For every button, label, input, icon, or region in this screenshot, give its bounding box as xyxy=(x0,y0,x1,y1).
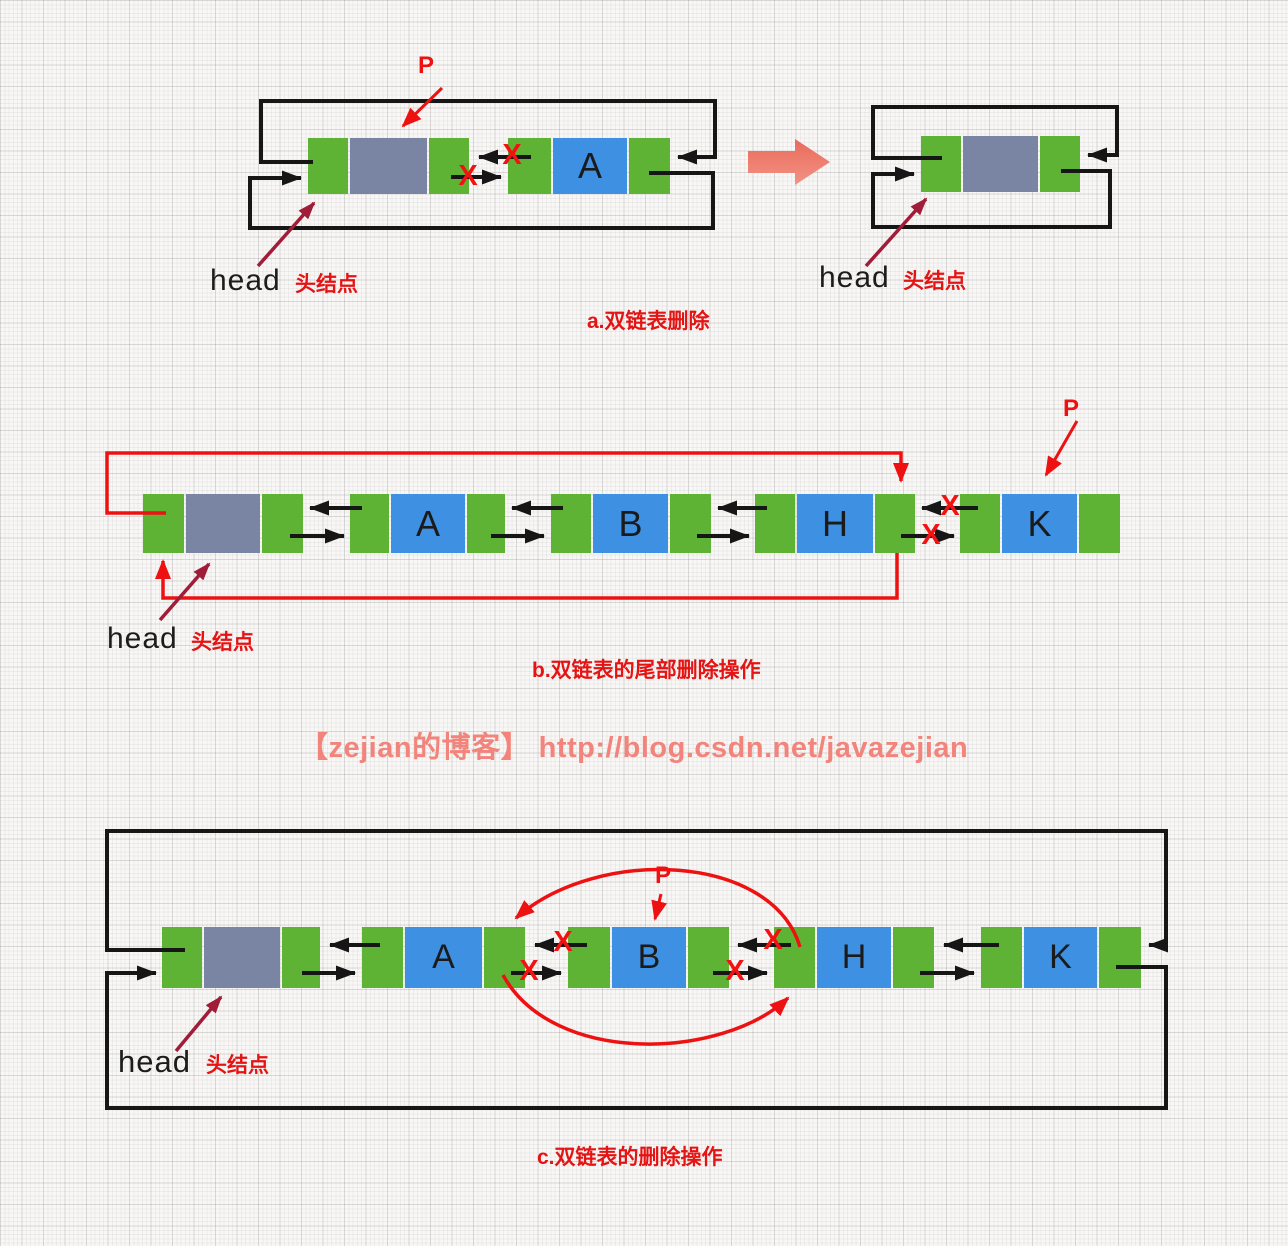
c-nodeH-data-field: H xyxy=(817,927,891,988)
c-nodeH-label: H xyxy=(841,938,867,976)
b-nodeK-label: K xyxy=(1027,502,1052,544)
b-nodeK-data-field: K xyxy=(1002,494,1077,553)
a-caption: a.双链表删除 xyxy=(587,310,710,333)
c-nodeK-label: K xyxy=(1049,938,1072,976)
c-nodeB-label: B xyxy=(637,938,661,976)
c-head-label-arrow xyxy=(174,995,223,1053)
b-red-H-next-to-head xyxy=(155,553,899,600)
a-nodeA-label: A xyxy=(577,145,602,186)
b-pointer-p-label: P xyxy=(1063,395,1080,422)
a-pointer-p-arrow xyxy=(401,86,444,128)
b-head-next-field xyxy=(262,494,303,553)
c-nodeK-prev-field xyxy=(981,927,1022,988)
c-x-A-next-link: X xyxy=(519,955,539,987)
b-nodeH-label: H xyxy=(822,502,848,544)
b-nodeA-next-field xyxy=(467,494,505,553)
b-nodeB-prev-field xyxy=(551,494,591,553)
b-nodeK-prev-field xyxy=(960,494,1000,553)
b-head-node-label: 头结点 xyxy=(191,631,254,654)
c-x-B-next-link: X xyxy=(725,955,745,987)
c-head-data-field xyxy=(204,927,280,988)
a-nodeA-next-field xyxy=(629,138,670,194)
b-caption: b.双链表的尾部删除操作 xyxy=(532,659,761,682)
c-x-B-prev-link: X xyxy=(553,926,573,958)
a-head-prev-field xyxy=(308,138,348,194)
a-result-head-prev-field xyxy=(921,136,961,192)
c-nodeA-data-field: A xyxy=(405,927,482,988)
c-border-K-next-to-head xyxy=(105,965,1168,1110)
c-caption: c.双链表的删除操作 xyxy=(537,1146,723,1169)
c-head-next-field xyxy=(282,927,320,988)
b-nodeA-data-field: A xyxy=(391,494,465,553)
a-pointer-p-label: P xyxy=(418,52,435,79)
b-nodeH-data-field: H xyxy=(797,494,873,553)
b-nodeB-next-field xyxy=(670,494,711,553)
b-pointer-p-arrow xyxy=(1044,420,1079,477)
c-x-H-prev-link: X xyxy=(763,924,783,956)
a-result-head-next-field xyxy=(1040,136,1080,192)
c-pointer-p-arrow xyxy=(651,893,667,921)
b-head-label: head xyxy=(107,622,178,655)
b-nodeK-next-field xyxy=(1079,494,1120,553)
a-result-head-data-field xyxy=(963,136,1038,192)
c-nodeH-next-field xyxy=(893,927,934,988)
a-result-head-node-label: 头结点 xyxy=(903,270,966,293)
a-x-next-link: X xyxy=(458,160,478,192)
a-x-prev-link: X xyxy=(502,139,522,171)
blog-watermark: 【zejian的博客】 http://blog.csdn.net/javazej… xyxy=(299,732,969,764)
a-result-head-label-arrow xyxy=(864,197,928,268)
a-head-node-label: 头结点 xyxy=(295,273,358,296)
b-x-next-link: X xyxy=(921,519,941,551)
b-head-prev-field xyxy=(143,494,184,553)
a-head-label: head xyxy=(210,264,281,297)
c-nodeA-label: A xyxy=(432,938,455,976)
b-head-data-field xyxy=(186,494,260,553)
c-nodeK-next-field xyxy=(1099,927,1141,988)
c-head-prev-field xyxy=(162,927,202,988)
b-head-label-arrow xyxy=(158,562,211,622)
b-nodeA-label: A xyxy=(415,502,440,544)
a-result-head-label: head xyxy=(819,261,890,294)
b-nodeH-prev-field xyxy=(755,494,795,553)
b-nodeB-data-field: B xyxy=(593,494,668,553)
b-nodeB-label: B xyxy=(618,502,643,544)
a-transition-arrow xyxy=(748,139,830,185)
c-nodeA-prev-field xyxy=(362,927,403,988)
c-head-node-label: 头结点 xyxy=(206,1054,269,1077)
a-nodeA-data-field: A xyxy=(553,138,627,194)
b-nodeA-prev-field xyxy=(350,494,389,553)
c-head-label: head xyxy=(118,1044,191,1079)
b-x-prev-link: X xyxy=(940,490,960,522)
b-nodeH-next-field xyxy=(875,494,915,553)
c-nodeK-data-field: K xyxy=(1024,927,1097,988)
c-pointer-p-label: P xyxy=(655,862,672,889)
a-head-data-field xyxy=(350,138,427,194)
c-nodeB-data-field: B xyxy=(612,927,686,988)
a-head-label-arrow xyxy=(256,201,316,268)
